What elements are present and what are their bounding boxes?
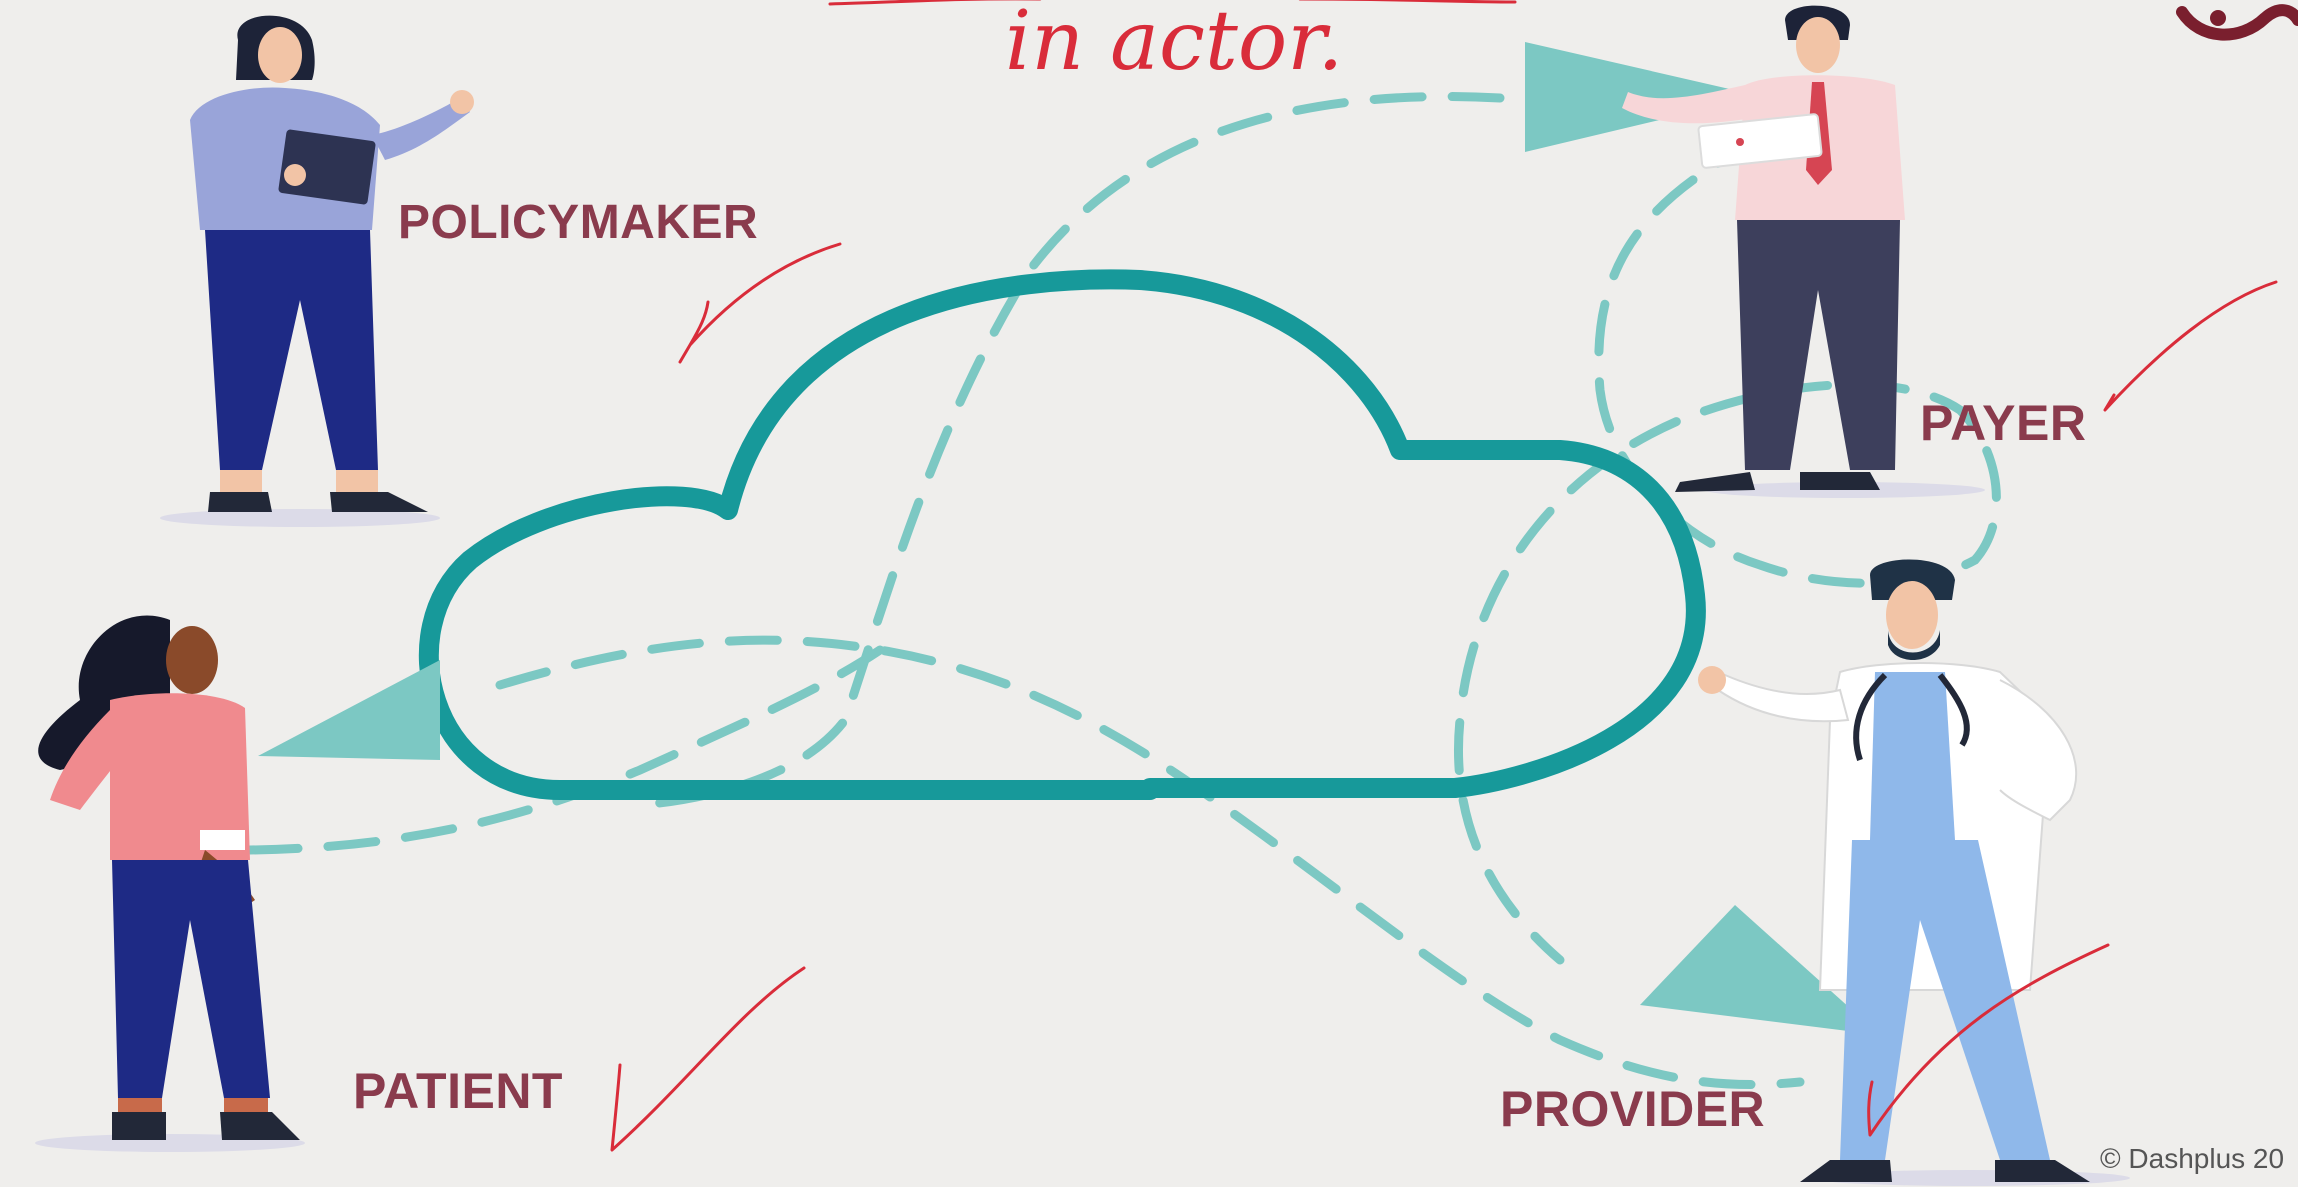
credit-text: © Dashplus 20 [2100,1143,2285,1174]
payer-figure [1622,5,1985,498]
check-patient [610,966,806,1152]
policymaker-figure [160,15,474,527]
flow-arc-patient-bottom [245,645,885,855]
arrow-to-provider [1640,905,1880,1035]
provider-figure [1698,559,2130,1186]
arrow-to-patient [258,660,440,760]
flow-arc-middle [495,635,1805,1090]
check-policymaker [678,242,842,364]
flow-arc-top [635,92,1505,810]
check-provider [1867,943,2110,1137]
label-payer: PAYER [1920,395,2087,451]
red-annotations [610,0,2278,1152]
check-payer [2103,280,2278,412]
cloud-outline [418,269,1706,800]
flow-arc-right [1454,135,2001,965]
label-provider: PROVIDER [1500,1081,1766,1137]
label-policymaker: POLICYMAKER [398,196,759,249]
patient-figure [35,615,305,1152]
label-patient: PATIENT [353,1063,563,1119]
annotation-underline-top [828,0,1517,6]
handwritten-note: in actor. [1005,0,1344,89]
top-right-decoration [2176,4,2298,41]
